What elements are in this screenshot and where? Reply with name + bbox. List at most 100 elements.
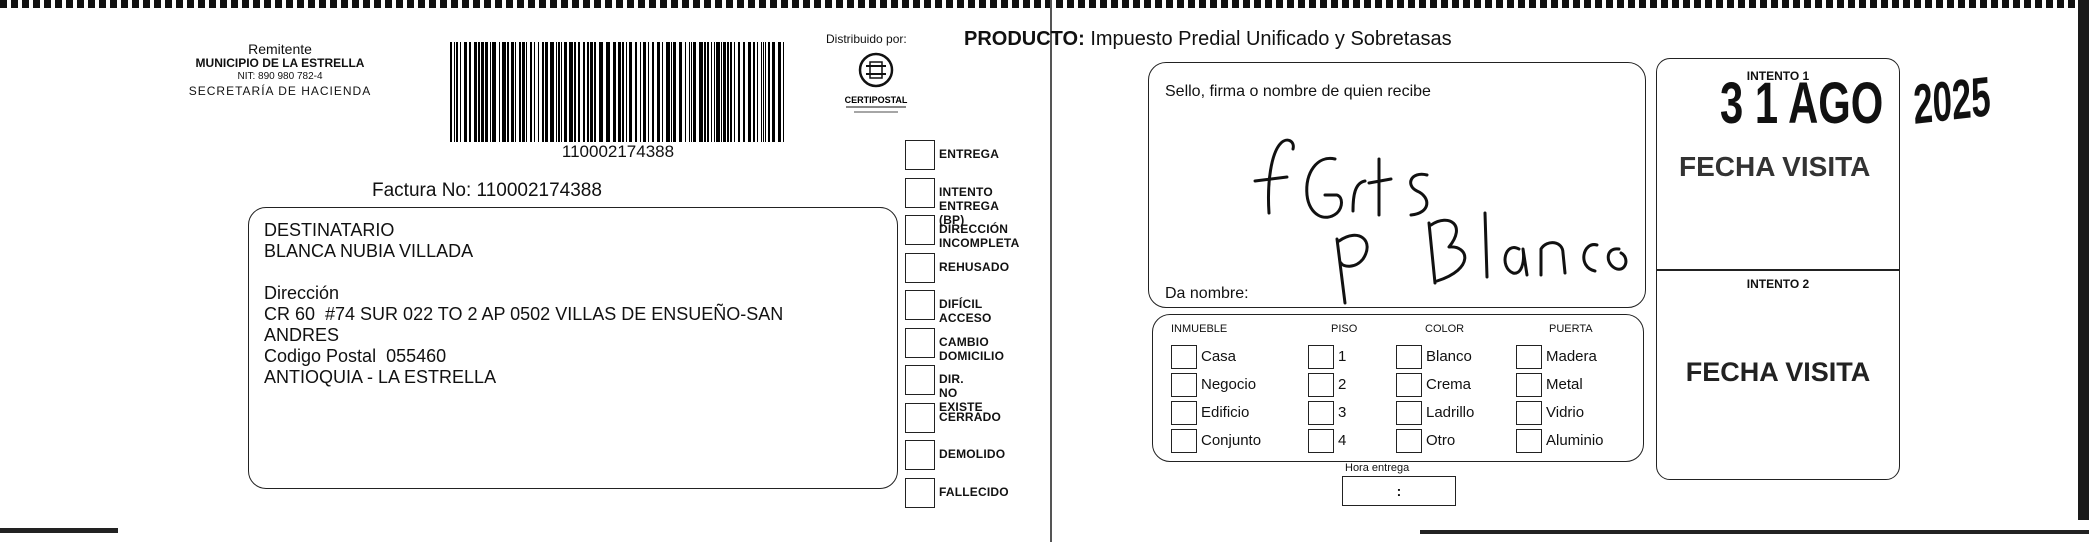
product-label: PRODUCTO:: [964, 28, 1085, 50]
barcode-bar: [738, 42, 740, 142]
delivery-option-checkbox[interactable]: [905, 215, 935, 245]
property-puerta-checkbox[interactable]: [1516, 345, 1542, 369]
barcode-bar: [561, 42, 562, 142]
property-color-option: Otro: [1426, 432, 1456, 449]
property-piso-option: 2: [1338, 376, 1347, 393]
barcode-bar: [590, 42, 593, 142]
barcode-bar: [685, 42, 686, 142]
property-color-checkbox[interactable]: [1396, 373, 1422, 397]
barcode-bar: [490, 42, 491, 142]
property-inmueble-checkbox[interactable]: [1171, 429, 1197, 453]
product-value: Impuesto Predial Unificado y Sobretasas: [1090, 28, 1452, 50]
barcode-bar: [629, 42, 632, 142]
top-perforation: [0, 0, 2089, 8]
barcode-bar: [693, 42, 696, 142]
property-color-checkbox[interactable]: [1396, 345, 1422, 369]
barcode-bar: [545, 42, 548, 142]
delivery-option-label: DIR. NO EXISTE: [939, 372, 983, 414]
property-piso-checkbox[interactable]: [1308, 401, 1334, 425]
right-edge-shadow: [2078, 0, 2089, 520]
property-puerta-checkbox[interactable]: [1516, 373, 1542, 397]
property-piso-option: 4: [1338, 432, 1347, 449]
barcode-bar: [643, 42, 646, 142]
property-puerta-checkbox[interactable]: [1516, 401, 1542, 425]
property-puerta-checkbox[interactable]: [1516, 429, 1542, 453]
property-header: PISO: [1331, 323, 1358, 335]
property-header: PUERTA: [1549, 323, 1593, 335]
delivery-option-checkbox[interactable]: [905, 327, 935, 358]
delivery-option-checkbox[interactable]: [905, 440, 935, 470]
delivery-option-checkbox[interactable]: [905, 177, 935, 208]
barcode-bar: [502, 42, 506, 142]
barcode-bar: [657, 42, 660, 142]
barcode-bar: [583, 42, 585, 142]
recipient-label: DESTINATARIO: [264, 220, 395, 240]
delivery-option-checkbox[interactable]: [905, 290, 935, 320]
delivery-option-label: DIRECCIÓN INCOMPLETA: [939, 222, 1020, 250]
barcode-bar: [606, 42, 610, 142]
barcode-bar: [765, 42, 766, 142]
barcode-bar: [574, 42, 576, 142]
barcode-bar: [748, 42, 751, 142]
property-inmueble-option: Casa: [1201, 348, 1237, 365]
barcode: [450, 42, 784, 142]
property-header: COLOR: [1425, 323, 1465, 335]
barcode-bar: [723, 42, 726, 142]
date-stamp-year: 2025: [1912, 64, 1992, 136]
recipient-name: BLANCA NUBIA VILLADA: [264, 241, 474, 261]
barcode-bar: [492, 42, 496, 142]
barcode-bar: [534, 42, 535, 142]
barcode-bar: [622, 42, 624, 142]
property-piso-option: 3: [1338, 404, 1347, 421]
barcode-bar: [707, 42, 709, 142]
barcode-bar: [618, 42, 621, 142]
delivery-time-field[interactable]: :: [1342, 476, 1456, 506]
barcode-bar: [648, 42, 649, 142]
logo-text: CERTIPOSTAL: [845, 95, 908, 105]
delivery-option-checkbox[interactable]: [905, 140, 935, 170]
property-piso-checkbox[interactable]: [1308, 373, 1334, 397]
property-piso-checkbox[interactable]: [1308, 345, 1334, 369]
attempt2-label: INTENTO 2: [1746, 277, 1810, 291]
property-piso-option: 1: [1338, 348, 1347, 365]
property-puerta-option: Madera: [1546, 348, 1597, 365]
delivery-option-checkbox[interactable]: [905, 477, 935, 508]
delivery-option-checkbox[interactable]: [905, 252, 935, 283]
property-puerta-option: Metal: [1546, 376, 1583, 393]
postal-code: Codigo Postal 055460: [264, 346, 447, 366]
property-piso-checkbox[interactable]: [1308, 429, 1334, 453]
delivery-option-label: DEMOLIDO: [939, 447, 1006, 461]
property-color-checkbox[interactable]: [1396, 401, 1422, 425]
sender-label: Remitente: [248, 41, 312, 57]
barcode-bar: [721, 42, 722, 142]
delivery-option-checkbox[interactable]: [905, 365, 935, 395]
barcode-bar: [761, 42, 762, 142]
delivery-option-checkbox[interactable]: [905, 402, 935, 433]
barcode-bar: [783, 42, 784, 142]
property-color-option: Ladrillo: [1426, 404, 1475, 421]
barcode-bar: [772, 42, 775, 142]
recipient-box: DESTINATARIO BLANCA NUBIA VILLADA Direcc…: [248, 207, 898, 489]
signature-box: Sello, firma o nombre de quien recibe Da…: [1148, 62, 1646, 308]
barcode-bar: [558, 42, 560, 142]
property-color-checkbox[interactable]: [1396, 429, 1422, 453]
barcode-bar: [666, 42, 670, 142]
attempt1-label: INTENTO 1: [1746, 69, 1810, 83]
property-inmueble-checkbox[interactable]: [1171, 401, 1197, 425]
barcode-bar: [460, 42, 461, 142]
product-line: PRODUCTO: Impuesto Predial Unificado y S…: [964, 28, 1452, 51]
barcode-bar: [671, 42, 672, 142]
barcode-bar: [753, 42, 755, 142]
certipostal-logo: CERTIPOSTAL: [845, 52, 908, 113]
barcode-bar: [714, 42, 715, 142]
attempt2-date-label: FECHA VISITA: [1685, 357, 1871, 387]
barcode-bar: [485, 42, 488, 142]
barcode-bar: [530, 42, 532, 142]
attempt1-date-label: FECHA VISITA: [1679, 151, 1871, 182]
barcode-bar: [673, 42, 676, 142]
barcode-bar: [507, 42, 509, 142]
property-inmueble-checkbox[interactable]: [1171, 373, 1197, 397]
bottom-edge-right: [1420, 530, 2089, 534]
property-inmueble-checkbox[interactable]: [1171, 345, 1197, 369]
city: ANTIOQUIA - LA ESTRELLA: [264, 367, 497, 387]
